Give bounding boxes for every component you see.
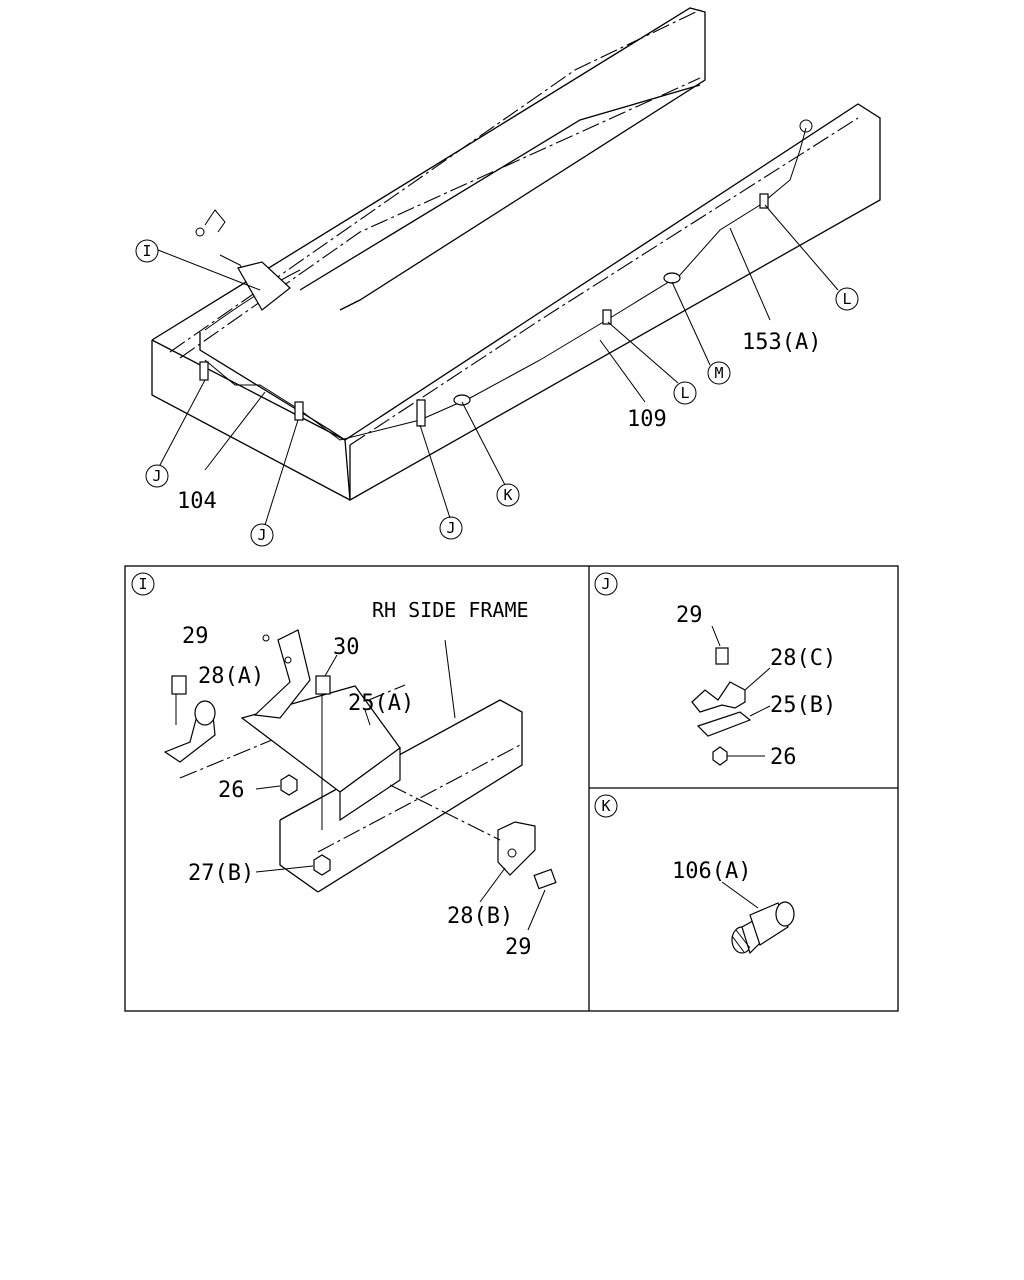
detail-panels-frame [124, 565, 899, 1012]
label-109: 109 [627, 407, 667, 432]
label-104: 104 [177, 489, 217, 514]
svg-text:K: K [601, 797, 610, 815]
label-26: 26 [218, 778, 245, 803]
panel-i-title: RH SIDE FRAME [372, 598, 529, 622]
label-28b: 28(B) [447, 904, 513, 929]
union-fitting-106a [731, 901, 795, 955]
svg-text:M: M [714, 364, 723, 382]
panel-k: K 106(A) [594, 794, 795, 955]
panel-j: J 29 28(C) 25(B) 26 [594, 572, 836, 770]
panel-i: I RH SIDE FRAME [131, 572, 557, 960]
callout-j-left: J [145, 464, 169, 488]
callout-j-right: J [439, 516, 463, 540]
label-28a: 28(A) [198, 664, 264, 689]
label-j-29: 29 [676, 603, 703, 628]
label-k-106a: 106(A) [672, 859, 751, 884]
label-153a: 153(A) [742, 330, 821, 355]
svg-text:J: J [257, 526, 266, 544]
overview-drawing [151, 7, 881, 526]
panel-i-tag: I [131, 572, 155, 596]
callout-j-mid: J [250, 523, 274, 547]
callout-k: K [496, 483, 520, 507]
callout-l-upper: L [835, 287, 859, 311]
callout-i-top: I [135, 239, 159, 263]
svg-text:L: L [680, 384, 689, 402]
svg-text:J: J [446, 519, 455, 537]
svg-text:J: J [601, 575, 610, 593]
svg-text:J: J [152, 467, 161, 485]
label-29-top: 29 [182, 624, 209, 649]
label-j-28c: 28(C) [770, 646, 836, 671]
panel-j-tag: J [594, 572, 618, 596]
svg-text:I: I [138, 575, 147, 593]
label-j-26: 26 [770, 745, 797, 770]
svg-text:L: L [842, 290, 851, 308]
panel-k-tag: K [594, 794, 618, 818]
label-29-bottom: 29 [505, 935, 532, 960]
label-j-25b: 25(B) [770, 693, 836, 718]
svg-text:I: I [142, 242, 151, 260]
callout-l-lower: L [673, 381, 697, 405]
callout-m: M [707, 361, 731, 385]
svg-text:K: K [503, 486, 512, 504]
label-27b: 27(B) [188, 861, 254, 886]
label-30: 30 [333, 635, 360, 660]
label-25a: 25(A) [348, 691, 414, 716]
